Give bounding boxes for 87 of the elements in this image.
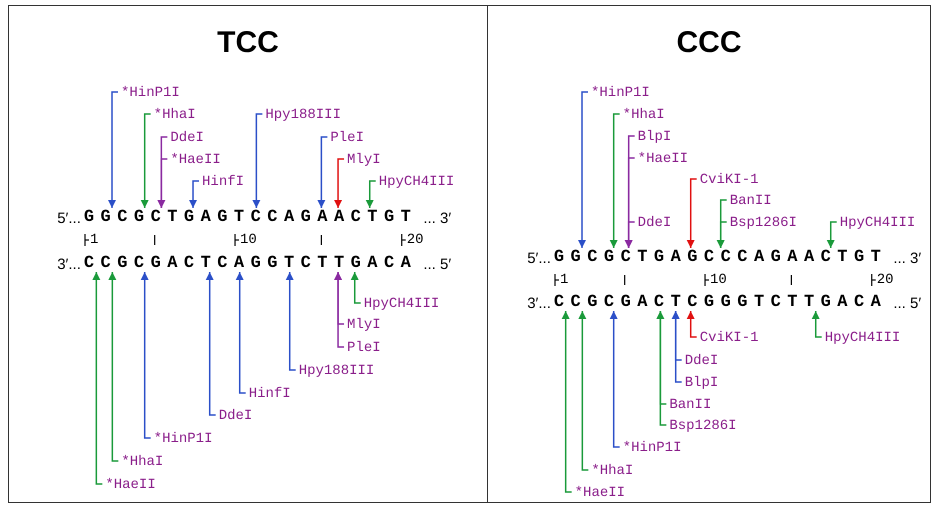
enzyme-label: HpyCH4III (840, 215, 916, 231)
position-number: 20 (876, 273, 894, 287)
enzyme-label: HinfI (202, 174, 244, 190)
strand-end-label: 3′... (526, 294, 551, 312)
leader-line (252, 113, 262, 208)
leader-line (686, 311, 697, 338)
strand-end-label: 3′... (56, 256, 81, 272)
leader-line (317, 136, 328, 208)
leader-line (334, 158, 344, 208)
leader-line (686, 178, 697, 248)
enzyme-label: HpyCH4III (364, 296, 440, 312)
leader-line (716, 221, 727, 248)
enzyme-label: *HaeII (105, 477, 156, 493)
leader-line (656, 311, 666, 426)
enzyme-label: *HinP1I (121, 85, 180, 101)
leader-line (812, 311, 822, 338)
leader-line (624, 221, 635, 248)
panel (487, 5, 931, 503)
leader-line (826, 221, 837, 248)
enzyme-label: BanII (730, 193, 772, 209)
leader-line (578, 311, 588, 471)
strand-end-label: ... 5′ (893, 294, 922, 312)
enzyme-label: DdeI (170, 130, 204, 146)
strand-end-label: 5′... (56, 210, 81, 226)
enzyme-label: *HaeII (574, 485, 626, 501)
enzyme-label: Hpy188III (265, 107, 341, 123)
strand-end-label: ... 5′ (423, 256, 452, 272)
leader-line (286, 272, 296, 371)
sequence-text: CCGCGACTCAGGTCTTGACA (84, 255, 418, 273)
leader-line (157, 158, 168, 208)
enzyme-label: *HhaI (622, 107, 665, 123)
enzyme-label: BanII (669, 397, 712, 413)
leader-line (672, 311, 682, 383)
leader-line (366, 180, 376, 208)
enzyme-label: PleI (347, 340, 381, 356)
enzyme-label: *HaeII (638, 151, 688, 167)
leader-line (108, 91, 118, 208)
enzyme-label: DdeI (638, 215, 672, 231)
position-number: 10 (710, 273, 727, 287)
enzyme-label: PleI (330, 130, 364, 146)
sequence-text: GGCGCTGAGTCCAGAACTGT (84, 209, 418, 227)
enzyme-label: MlyI (347, 317, 381, 333)
leader-line (140, 113, 151, 208)
enzyme-label: BlpI (684, 375, 718, 391)
enzyme-label: Bsp1286I (669, 418, 737, 434)
leader-line (578, 91, 588, 248)
strand-end-label: ... 3′ (423, 210, 452, 226)
enzyme-label: *HhaI (154, 107, 196, 123)
enzyme-label: *HinP1I (154, 431, 212, 447)
enzyme-label: CviKI-1 (700, 172, 758, 188)
enzyme-label: Bsp1286I (730, 215, 797, 231)
position-number: 10 (240, 233, 257, 247)
leader-line (610, 311, 620, 448)
position-number: 1 (90, 233, 98, 247)
enzyme-label: *HaeII (170, 152, 221, 168)
enzyme-label: *HinP1I (591, 85, 650, 101)
enzyme-label: MlyI (347, 152, 381, 168)
enzyme-label: CviKI-1 (700, 330, 758, 346)
leader-line (92, 272, 102, 485)
enzyme-label: HinfI (248, 386, 291, 402)
panel-title: TCC (216, 26, 280, 60)
enzyme-label: *HinP1I (622, 440, 682, 456)
enzyme-label: DdeI (684, 353, 718, 369)
leader-line (206, 272, 216, 416)
panel (8, 5, 488, 503)
enzyme-label: *HhaI (121, 454, 164, 470)
leader-line (334, 272, 344, 348)
enzyme-label: HpyCH4III (378, 174, 454, 190)
strand-end-label: 5′... (526, 250, 551, 266)
enzyme-label: BlpI (638, 129, 672, 145)
sequence-text: CCGCGACTCGGGTCTTGACA (554, 294, 888, 312)
position-number: 1 (560, 273, 568, 287)
enzyme-label: HpyCH4III (824, 330, 900, 346)
leader-line (140, 272, 151, 439)
enzyme-label: *HhaI (591, 463, 634, 479)
leader-line (562, 311, 572, 493)
enzyme-label: DdeI (218, 408, 252, 424)
leader-line (610, 113, 620, 248)
leader-line (236, 272, 246, 394)
leader-line (350, 272, 361, 304)
strand-end-label: ... 3′ (893, 250, 922, 266)
sequence-text: GGCGCTGAGCCCAGAACTGT (554, 249, 888, 267)
panel-title: CCC (676, 26, 742, 60)
position-number: 20 (406, 233, 424, 247)
leader-line (108, 272, 118, 462)
leader-line (189, 180, 200, 208)
enzyme-label: Hpy188III (298, 363, 374, 379)
